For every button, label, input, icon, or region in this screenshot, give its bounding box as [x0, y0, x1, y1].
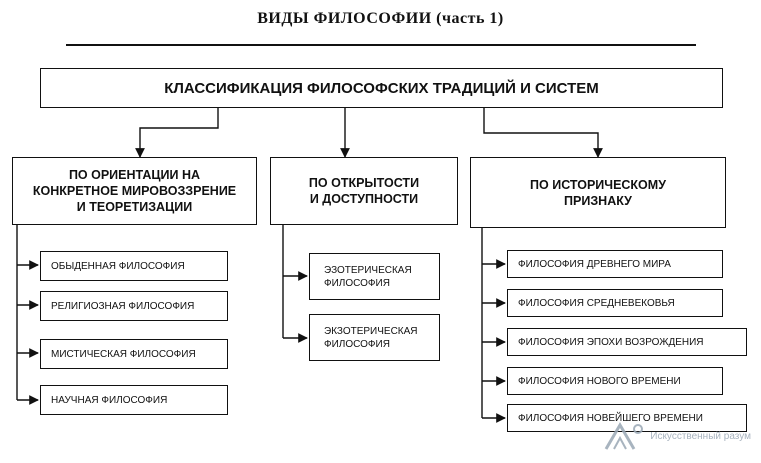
list-item: РЕЛИГИОЗНАЯ ФИЛОСОФИЯ [40, 291, 228, 321]
list-item: ФИЛОСОФИЯ НОВОГО ВРЕМЕНИ [507, 367, 723, 395]
title-underline [66, 44, 696, 46]
list-item: ЭКЗОТЕРИЧЕСКАЯ ФИЛОСОФИЯ [309, 314, 440, 361]
item-label-line: ФИЛОСОФИЯ [324, 338, 390, 350]
connector-root-cat3 [483, 108, 603, 158]
category-box-openness: ПО ОТКРЫТОСТИ И ДОСТУПНОСТИ [270, 157, 458, 225]
item-label: ФИЛОСОФИЯ ЭПОХИ ВОЗРОЖДЕНИЯ [518, 336, 704, 348]
list-item: ФИЛОСОФИЯ ДРЕВНЕГО МИРА [507, 250, 723, 278]
item-label: ФИЛОСОФИЯ НОВЕЙШЕГО ВРЕМЕНИ [518, 412, 703, 424]
watermark: Искусственный разум [602, 421, 751, 451]
category-label-line: И ТЕОРЕТИЗАЦИИ [76, 200, 193, 214]
category-label-line: И ДОСТУПНОСТИ [309, 192, 419, 206]
list-item: НАУЧНАЯ ФИЛОСОФИЯ [40, 385, 228, 415]
list-item: ФИЛОСОФИЯ СРЕДНЕВЕКОВЬЯ [507, 289, 723, 317]
category-label-line: КОНКРЕТНОЕ МИРОВОЗЗРЕНИЕ [32, 184, 237, 198]
connector-root-cat1 [135, 108, 219, 158]
list-item: ФИЛОСОФИЯ ЭПОХИ ВОЗРОЖДЕНИЯ [507, 328, 747, 356]
item-label-line: ЭКЗОТЕРИЧЕСКАЯ [324, 325, 418, 337]
watermark-text: Искусственный разум [650, 430, 751, 442]
item-label: НАУЧНАЯ ФИЛОСОФИЯ [51, 394, 168, 406]
item-label: РЕЛИГИОЗНАЯ ФИЛОСОФИЯ [51, 300, 195, 312]
item-label: ФИЛОСОФИЯ СРЕДНЕВЕКОВЬЯ [518, 297, 675, 309]
list-item: МИСТИЧЕСКАЯ ФИЛОСОФИЯ [40, 339, 228, 369]
item-label-line: ЭЗОТЕРИЧЕСКАЯ [324, 264, 412, 276]
category-box-orientation: ПО ОРИЕНТАЦИИ НА КОНКРЕТНОЕ МИРОВОЗЗРЕНИ… [12, 157, 257, 225]
item-label: МИСТИЧЕСКАЯ ФИЛОСОФИЯ [51, 348, 196, 360]
item-label: ФИЛОСОФИЯ НОВОГО ВРЕМЕНИ [518, 375, 681, 387]
list-item: ЭЗОТЕРИЧЕСКАЯ ФИЛОСОФИЯ [309, 253, 440, 300]
item-label: ОБЫДЕННАЯ ФИЛОСОФИЯ [51, 260, 185, 272]
list-item: ФИЛОСОФИЯ НОВЕЙШЕГО ВРЕМЕНИ [507, 404, 747, 432]
root-box: КЛАССИФИКАЦИЯ ФИЛОСОФСКИХ ТРАДИЦИЙ И СИС… [40, 68, 723, 108]
watermark-logo-icon [604, 422, 644, 450]
root-label: КЛАССИФИКАЦИЯ ФИЛОСОФСКИХ ТРАДИЦИЙ И СИС… [164, 79, 599, 97]
item-label-line: ФИЛОСОФИЯ [324, 277, 390, 289]
list-item: ОБЫДЕННАЯ ФИЛОСОФИЯ [40, 251, 228, 281]
category-label-line: ПО ИСТОРИЧЕСКОМУ [530, 177, 666, 192]
category-label-line: ПРИЗНАКУ [564, 193, 632, 208]
diagram-title: ВИДЫ ФИЛОСОФИИ (часть 1) [257, 10, 504, 27]
item-label: ФИЛОСОФИЯ ДРЕВНЕГО МИРА [518, 258, 671, 270]
category-box-historical: ПО ИСТОРИЧЕСКОМУ ПРИЗНАКУ [470, 157, 726, 228]
category-label-line: ПО ОРИЕНТАЦИИ НА [68, 168, 201, 182]
category-label-line: ПО ОТКРЫТОСТИ [308, 176, 420, 190]
